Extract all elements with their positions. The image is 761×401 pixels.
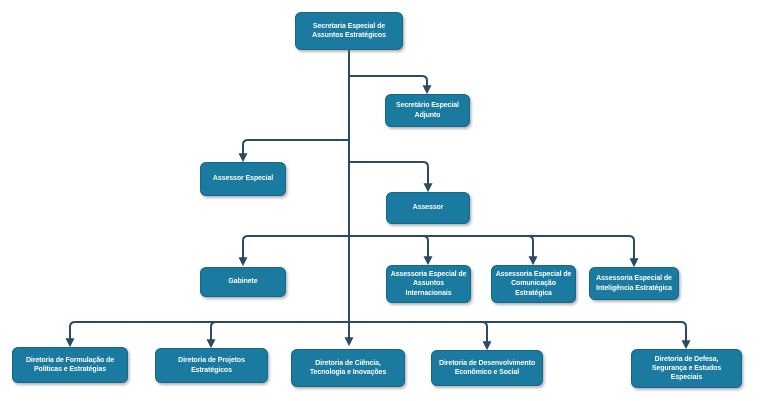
org-node-secretario-adjunto: Secretário Especial Adjunto	[385, 94, 470, 127]
org-node-formulacao-politicas: Diretoria de Formulação de Políticas e E…	[12, 347, 128, 383]
branch-assessor	[349, 161, 433, 193]
org-node-assuntos-internacionais: Assessoria Especial de Assuntos Internac…	[386, 265, 471, 303]
org-node-gabinete: Gabinete	[200, 267, 286, 297]
org-node-projetos-estrategicos: Diretoria de Projetos Estratégicos	[155, 348, 268, 383]
org-node-ciencia-tecnologia: Diretoria de Ciência, Tecnologia e Inova…	[291, 349, 405, 387]
branch-gabinete	[238, 235, 349, 267]
org-node-defesa-seguranca: Diretoria de Defesa, Segurança e Estudos…	[631, 349, 742, 388]
branch-defesa	[349, 321, 691, 350]
org-node-desenvolvimento: Diretoria de Desenvolvimento Econômico e…	[431, 350, 543, 386]
branch-desenvolvimento	[349, 321, 492, 351]
org-node-assessor-especial: Assessor Especial	[200, 162, 286, 196]
branch-projetos	[206, 321, 349, 349]
org-node-assessor: Assessor	[386, 192, 470, 224]
branch-adjunto	[349, 75, 432, 95]
branch-formulacao	[65, 321, 349, 348]
branch-inteligencia	[349, 235, 639, 268]
branch-comunicacao	[349, 235, 538, 266]
org-node-inteligencia-estrategica: Assessoria Especial de Inteligência Estr…	[589, 267, 679, 300]
branch-assuntos-internacionais	[349, 235, 433, 266]
org-node-secretaria-especial: Secretaria Especial de Assuntos Estratég…	[295, 12, 403, 50]
org-node-comunicacao-estrategica: Assessoria Especial de Comunicação Estra…	[491, 265, 576, 303]
branch-assessor-especial	[238, 139, 349, 163]
